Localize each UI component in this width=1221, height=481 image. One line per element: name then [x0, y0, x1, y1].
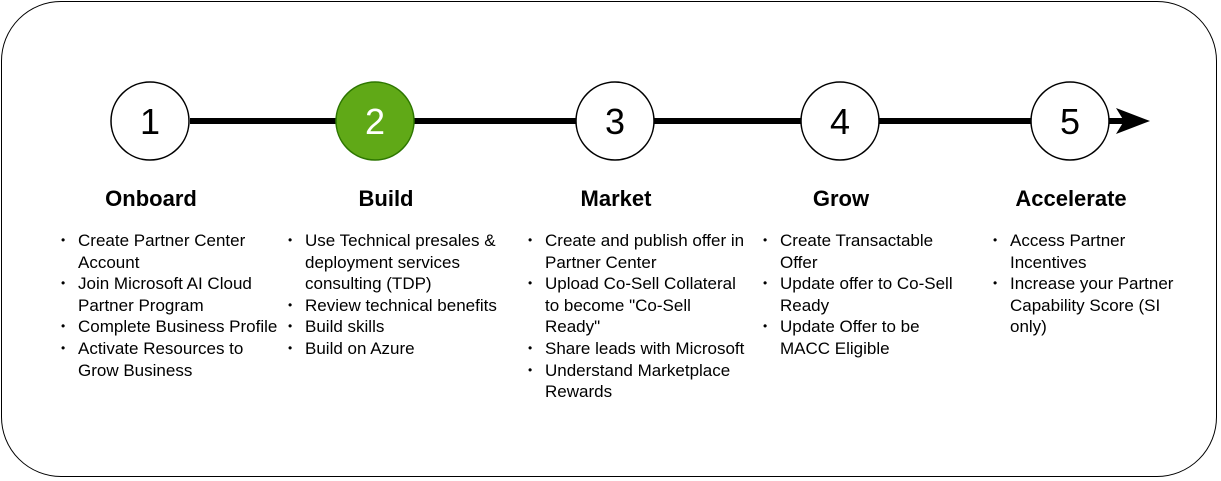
step-number-2: 2	[365, 101, 385, 142]
list-item: Use Technical presales & deployment serv…	[288, 230, 525, 295]
step-5-list: Access Partner Incentives Increase your …	[992, 230, 1185, 338]
step-title-onboard: Onboard	[105, 186, 197, 211]
list-item: Join Microsoft AI Cloud Partner Program	[61, 273, 283, 316]
step-circle-2	[335, 81, 415, 161]
step-number-1: 1	[140, 101, 160, 142]
step-2-list: Use Technical presales & deployment serv…	[287, 230, 525, 360]
list-item: Update Offer to be MACC Eligible	[763, 316, 958, 359]
step-circle-5	[1030, 81, 1110, 161]
list-item: Create Partner Center Account	[61, 230, 283, 273]
step-number-5: 5	[1060, 101, 1080, 142]
list-item: Access Partner Incentives	[993, 230, 1185, 273]
list-item: Activate Resources to Grow Business	[61, 338, 283, 381]
list-item: Build skills	[288, 316, 525, 338]
arrow-head-icon	[1116, 108, 1150, 134]
list-item: Complete Business Profile	[61, 316, 283, 338]
list-item: Review technical benefits	[288, 295, 525, 317]
step-circle-3	[575, 81, 655, 161]
step-node-3: 3	[575, 81, 655, 161]
step-title-grow: Grow	[812, 186, 870, 211]
step-node-4: 4	[800, 81, 880, 161]
list-item: Upload Co-Sell Collateral to become "Co-…	[528, 273, 747, 338]
step-circle-1	[110, 81, 190, 161]
timeline: 1 2 3 4 5	[110, 81, 1150, 161]
list-item: Share leads with Microsoft	[528, 338, 747, 360]
step-title-build: Build	[358, 186, 414, 211]
step-number-3: 3	[605, 101, 625, 142]
step-circle-4	[800, 81, 880, 161]
list-item: Build on Azure	[288, 338, 525, 360]
step-title-market: Market	[580, 186, 652, 211]
list-item: Update offer to Co-Sell Ready	[763, 273, 958, 316]
list-item: Understand Marketplace Rewards	[528, 360, 747, 403]
list-item: Create Transactable Offer	[763, 230, 958, 273]
list-item: Increase your Partner Capability Score (…	[993, 273, 1185, 338]
list-item: Create and publish offer in Partner Cent…	[528, 230, 747, 273]
step-4-list: Create Transactable Offer Update offer t…	[762, 230, 958, 360]
step-3-list: Create and publish offer in Partner Cent…	[527, 230, 747, 403]
step-node-1: 1	[110, 81, 190, 161]
step-1-list: Create Partner Center Account Join Micro…	[60, 230, 283, 381]
step-title-accelerate: Accelerate	[1015, 186, 1127, 211]
step-node-5: 5	[1030, 81, 1110, 161]
step-number-4: 4	[830, 101, 850, 142]
step-node-2: 2	[335, 81, 415, 161]
